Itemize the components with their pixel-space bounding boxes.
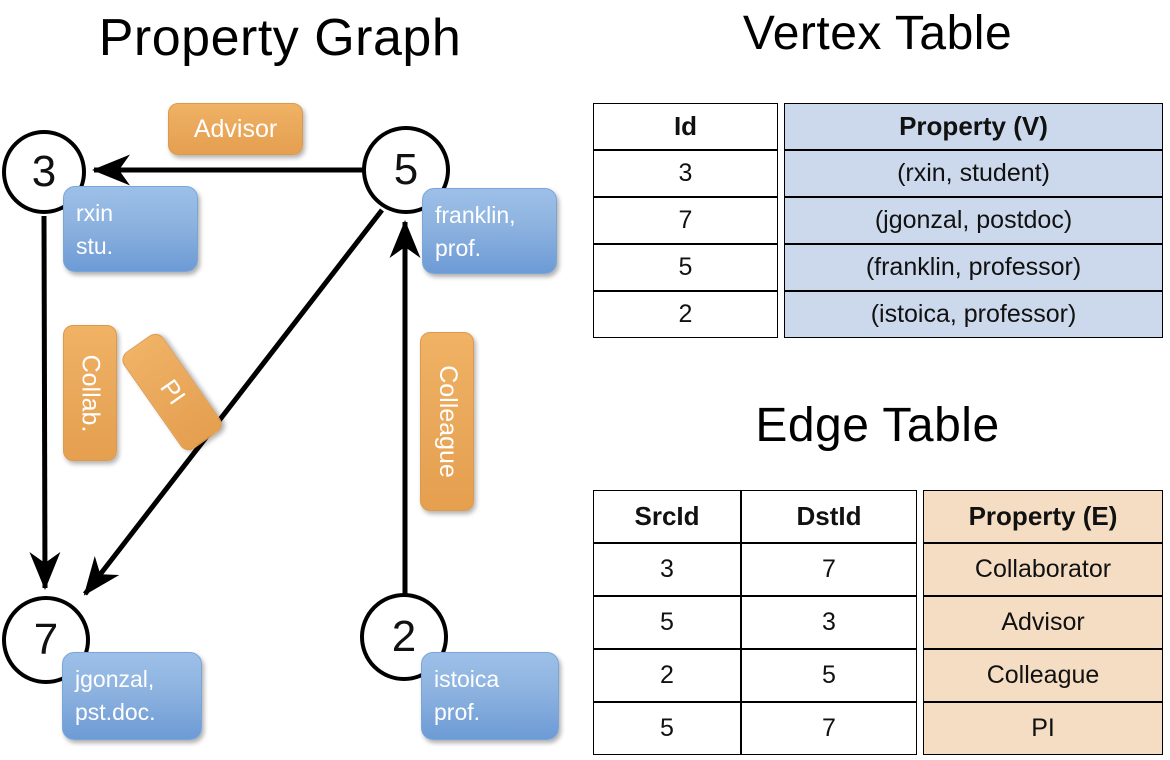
edge-table-header-srcid: SrcId — [593, 490, 741, 543]
column-separator — [917, 543, 923, 596]
page-title-property-graph: Property Graph — [98, 9, 462, 67]
vertex-table-header-row: Id Property (V) — [593, 103, 1163, 150]
column-separator — [778, 150, 784, 197]
edge-cell-property: Collaborator — [923, 543, 1163, 596]
edge-table-header-row: SrcId DstId Property (E) — [593, 490, 1163, 543]
edge-table-header-property: Property (E) — [923, 490, 1163, 543]
edge-label-collab: Collab. — [63, 325, 117, 461]
node-property-istoica-name: istoica — [434, 666, 500, 692]
node-property-box-jgonzal: jgonzal, pst.doc. — [62, 652, 202, 740]
column-separator — [778, 291, 784, 338]
edge-cell-srcid: 2 — [593, 649, 741, 702]
node-property-franklin-name: franklin, — [435, 202, 516, 228]
table-row[interactable]: 5 7 PI — [593, 702, 1163, 755]
edge-label-colleague-text: Colleague — [433, 365, 462, 478]
table-row[interactable]: 3 7 Collaborator — [593, 543, 1163, 596]
edge-cell-srcid: 5 — [593, 596, 741, 649]
table-row[interactable]: 7 (jgonzal, postdoc) — [593, 197, 1163, 244]
node-property-rxin-name: rxin — [76, 200, 114, 226]
edge-label-collab-text: Collab. — [76, 354, 105, 432]
table-row[interactable]: 5 (franklin, professor) — [593, 244, 1163, 291]
property-graph-diagram: 3 5 7 2 rxin stu. franklin, prof. jgonza… — [2, 103, 559, 740]
edge-label-advisor: Advisor — [168, 103, 303, 155]
node-property-box-franklin: franklin, prof. — [422, 188, 557, 274]
graph-node-7-label: 7 — [33, 615, 59, 664]
vertex-table-header-property: Property (V) — [784, 103, 1163, 150]
column-separator — [917, 649, 923, 702]
edge-cell-property: Advisor — [923, 596, 1163, 649]
node-property-rxin-role: stu. — [76, 232, 114, 259]
edge-cell-dstid: 3 — [741, 596, 917, 649]
edge-label-pi-text: PI — [154, 374, 191, 410]
vertex-cell-id: 7 — [593, 197, 778, 244]
column-separator — [778, 244, 784, 291]
page-title-edge-table: Edge Table — [755, 399, 1000, 452]
table-row[interactable]: 2 5 Colleague — [593, 649, 1163, 702]
edge-arrow-collaborator — [29, 215, 61, 590]
column-separator — [778, 103, 784, 150]
edge-cell-dstid: 5 — [741, 649, 917, 702]
table-row[interactable]: 2 (istoica, professor) — [593, 291, 1163, 338]
graph-node-2-label: 2 — [391, 612, 417, 661]
graph-node-3-label: 3 — [31, 147, 57, 196]
node-property-box-rxin: rxin stu. — [63, 186, 198, 272]
page-title-vertex-table: Vertex Table — [742, 7, 1013, 60]
edge-label-colleague: Colleague — [420, 332, 474, 511]
column-separator — [917, 596, 923, 649]
vertex-cell-id: 3 — [593, 150, 778, 197]
graph-node-2[interactable]: 2 — [360, 593, 448, 681]
edge-cell-dstid: 7 — [741, 543, 917, 596]
edge-cell-property: PI — [923, 702, 1163, 755]
node-property-jgonzal-name: jgonzal, — [75, 666, 155, 692]
vertex-cell-id: 2 — [593, 291, 778, 338]
column-separator — [917, 702, 923, 755]
vertex-cell-property: (istoica, professor) — [784, 291, 1163, 338]
graph-node-5-label: 5 — [393, 145, 419, 194]
edge-cell-dstid: 7 — [741, 702, 917, 755]
column-separator — [778, 197, 784, 244]
edge-cell-property: Colleague — [923, 649, 1163, 702]
vertex-cell-id: 5 — [593, 244, 778, 291]
vertex-cell-property: (franklin, professor) — [784, 244, 1163, 291]
table-row[interactable]: 3 (rxin, student) — [593, 150, 1163, 197]
graph-node-5[interactable]: 5 — [362, 126, 450, 214]
node-property-franklin-role: prof. — [435, 234, 482, 261]
table-row[interactable]: 5 3 Advisor — [593, 596, 1163, 649]
vertex-table-header-id: Id — [593, 103, 778, 150]
node-property-box-istoica: istoica prof. — [421, 652, 559, 740]
vertex-cell-property: (rxin, student) — [784, 150, 1163, 197]
column-separator — [917, 490, 923, 543]
edge-cell-srcid: 3 — [593, 543, 741, 596]
graph-edge-arrows — [29, 154, 421, 596]
edge-arrow-pi — [83, 208, 384, 596]
node-property-istoica-role: prof. — [434, 698, 481, 725]
vertex-cell-property: (jgonzal, postdoc) — [784, 197, 1163, 244]
edge-cell-srcid: 5 — [593, 702, 741, 755]
vertex-table: Id Property (V) 3 (rxin, student) 7 (jgo… — [593, 103, 1163, 338]
edge-label-advisor-text: Advisor — [193, 114, 278, 143]
node-property-jgonzal-role: pst.doc. — [75, 698, 156, 725]
edge-table-header-dstid: DstId — [741, 490, 917, 543]
edge-table: SrcId DstId Property (E) 3 7 Collaborato… — [593, 490, 1163, 755]
